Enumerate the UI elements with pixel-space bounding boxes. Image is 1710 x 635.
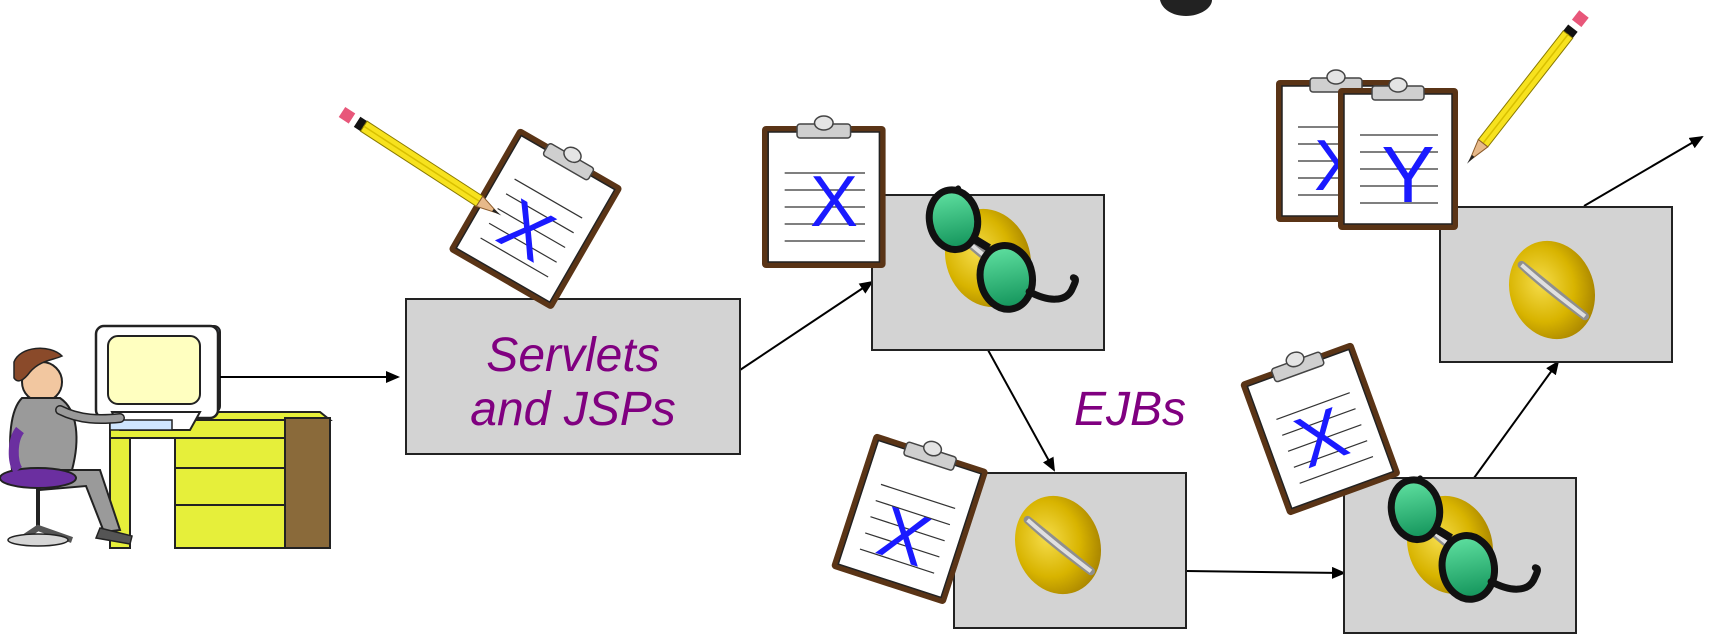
ejb-box-2 <box>953 472 1187 629</box>
servlets-label-line1: Servlets <box>486 329 659 382</box>
clipboard-5-front: Y <box>1337 77 1459 231</box>
person-at-computer-icon <box>0 324 333 549</box>
arrow-ejb1-to-ejb2 <box>987 349 1055 472</box>
ejb-box-1 <box>871 171 1105 351</box>
ejbs-label: EJBs <box>1074 383 1186 436</box>
clipboard-4: X <box>1235 331 1402 517</box>
arrow-ejb3-to-ejb4 <box>1473 360 1560 479</box>
clipboard-5-front-letter: Y <box>1381 130 1434 219</box>
clipboard-3: X <box>829 422 993 606</box>
pencil-icon <box>1461 9 1590 169</box>
clipboard-1: X <box>447 117 629 312</box>
arrow-servlets-to-ejb1 <box>739 280 874 371</box>
clipboard-2: X <box>761 115 887 269</box>
pencil-2 <box>1461 9 1590 169</box>
ejb-box-3 <box>1343 461 1577 634</box>
pencil-1 <box>337 106 506 222</box>
pencil-icon <box>337 106 506 222</box>
arrow-ejb4-out <box>1583 135 1704 207</box>
servlets-label-line2: and JSPs <box>470 383 675 436</box>
cropped-heading-glyph <box>1160 0 1212 16</box>
ejb-box-4 <box>1439 206 1673 363</box>
arrow-ejb2-to-ejb3 <box>1185 566 1346 579</box>
clipboard-2-letter: X <box>810 162 858 242</box>
servlets-jsps-box: Servlets and JSPs <box>405 298 741 455</box>
